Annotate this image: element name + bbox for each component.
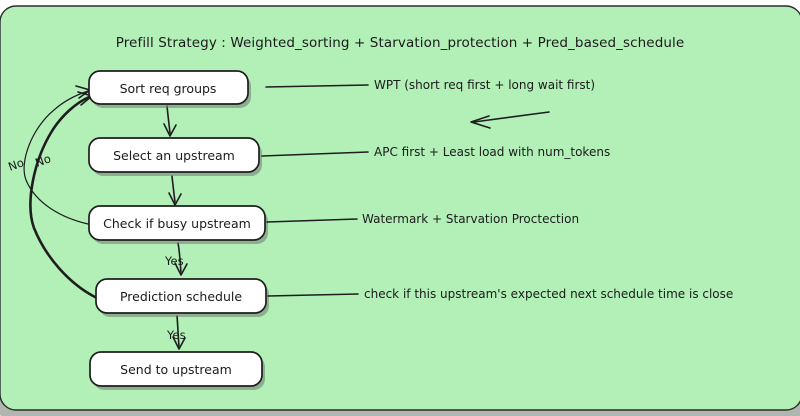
node-select-an-upstream[interactable]: Select an upstream (88, 137, 262, 176)
annotation-sort: WPT (short req first + long wait first) (374, 78, 595, 92)
node-sort-req-groups[interactable]: Sort req groups (88, 70, 251, 108)
connector-sort-annotation (265, 84, 369, 88)
connector-check-annotation (266, 218, 358, 223)
connector-select-annotation (261, 151, 369, 157)
node-prediction-schedule[interactable]: Prediction schedule (95, 278, 269, 317)
annotation-select: APC first + Least load with num_tokens (374, 145, 610, 159)
edge-prediction-to-send (172, 315, 186, 350)
node-label: Sort req groups (120, 81, 217, 96)
node-label: Send to upstream (120, 362, 232, 377)
edge-select-to-check (168, 175, 182, 206)
node-check-if-busy-upstream[interactable]: Check if busy upstream (88, 205, 268, 244)
pointer-arrow-left (470, 111, 550, 129)
connector-prediction-annotation (267, 293, 359, 297)
node-label: Prediction schedule (120, 289, 242, 304)
annotation-prediction: check if this upstream's expected next s… (364, 287, 733, 301)
edge-label-no-check: No (6, 155, 25, 174)
node-send-to-upstream[interactable]: Send to upstream (89, 351, 265, 390)
edge-sort-to-select (163, 105, 177, 137)
page-title: Prefill Strategy : Weighted_sorting + St… (116, 35, 685, 51)
edge-label-yes-prediction: Yes (166, 328, 186, 342)
annotation-check: Watermark + Starvation Proctection (362, 212, 579, 226)
edge-label-no-prediction: No (33, 151, 52, 170)
edge-label-yes-check: Yes (164, 254, 184, 268)
node-label: Check if busy upstream (103, 216, 251, 231)
node-label: Select an upstream (113, 148, 235, 163)
edge-check-to-prediction (174, 242, 188, 276)
